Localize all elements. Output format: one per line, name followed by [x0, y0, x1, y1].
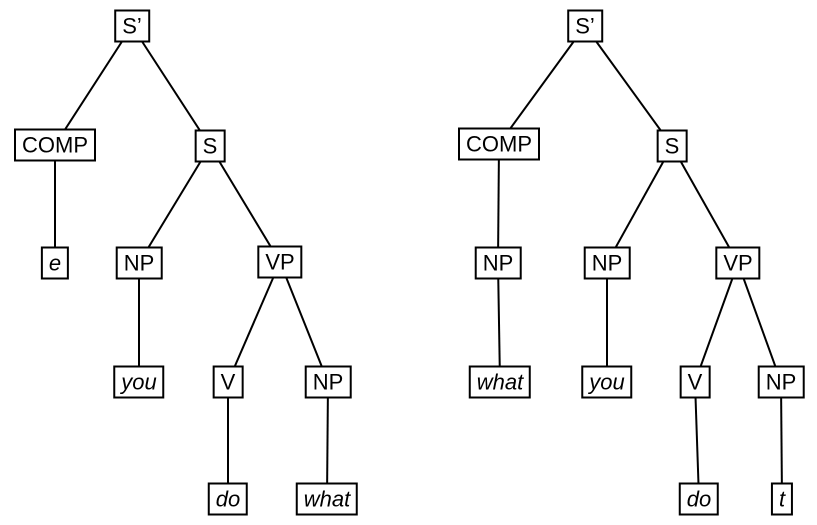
tree-edge	[138, 145, 211, 264]
tree-edge	[584, 25, 673, 147]
tree-edge	[279, 261, 329, 383]
left-tree-node-vp: VP	[257, 245, 303, 279]
right-tree-node-v: V	[679, 365, 711, 399]
left-tree-node-sbar: S’	[114, 9, 150, 43]
right-tree-node-vp: VP	[715, 246, 761, 280]
tree-edge	[498, 25, 586, 145]
right-tree-node-np2: NP	[583, 246, 631, 280]
tree-edge	[694, 381, 700, 500]
right-tree-node-t: t	[770, 482, 794, 516]
tree-edge	[780, 381, 783, 500]
left-tree-node-v: V	[212, 365, 244, 399]
left-tree-node-comp: COMP	[14, 128, 96, 162]
left-tree-node-you: you	[113, 365, 165, 399]
right-tree-node-s: S	[656, 129, 688, 163]
tree-edge	[497, 262, 501, 383]
right-tree-node-what: what	[468, 365, 532, 399]
tree-edge	[209, 145, 281, 263]
right-tree-node-sbar: S’	[567, 9, 603, 43]
right-tree-node-np1: NP	[474, 246, 522, 280]
left-tree-node-np2: NP	[304, 365, 352, 399]
right-tree-node-do: do	[678, 482, 720, 516]
left-tree-node-e: e	[40, 246, 70, 280]
right-tree-node-you: you	[581, 365, 633, 399]
tree-edge	[497, 143, 500, 264]
left-tree-node-np1: NP	[115, 246, 163, 280]
tree-edge	[227, 261, 281, 383]
tree-edge	[54, 25, 133, 146]
left-tree-node-s: S	[194, 129, 226, 163]
left-tree-node-what: what	[295, 482, 359, 516]
tree-edge	[606, 145, 673, 264]
right-tree-node-comp: COMP	[458, 127, 540, 161]
tree-edge	[671, 145, 739, 264]
tree-edge	[131, 25, 211, 147]
tree-edge	[694, 262, 739, 383]
left-tree-node-do: do	[207, 482, 249, 516]
tree-edge	[737, 262, 782, 383]
right-tree-node-np3: NP	[757, 365, 805, 399]
tree-edge	[326, 381, 329, 500]
